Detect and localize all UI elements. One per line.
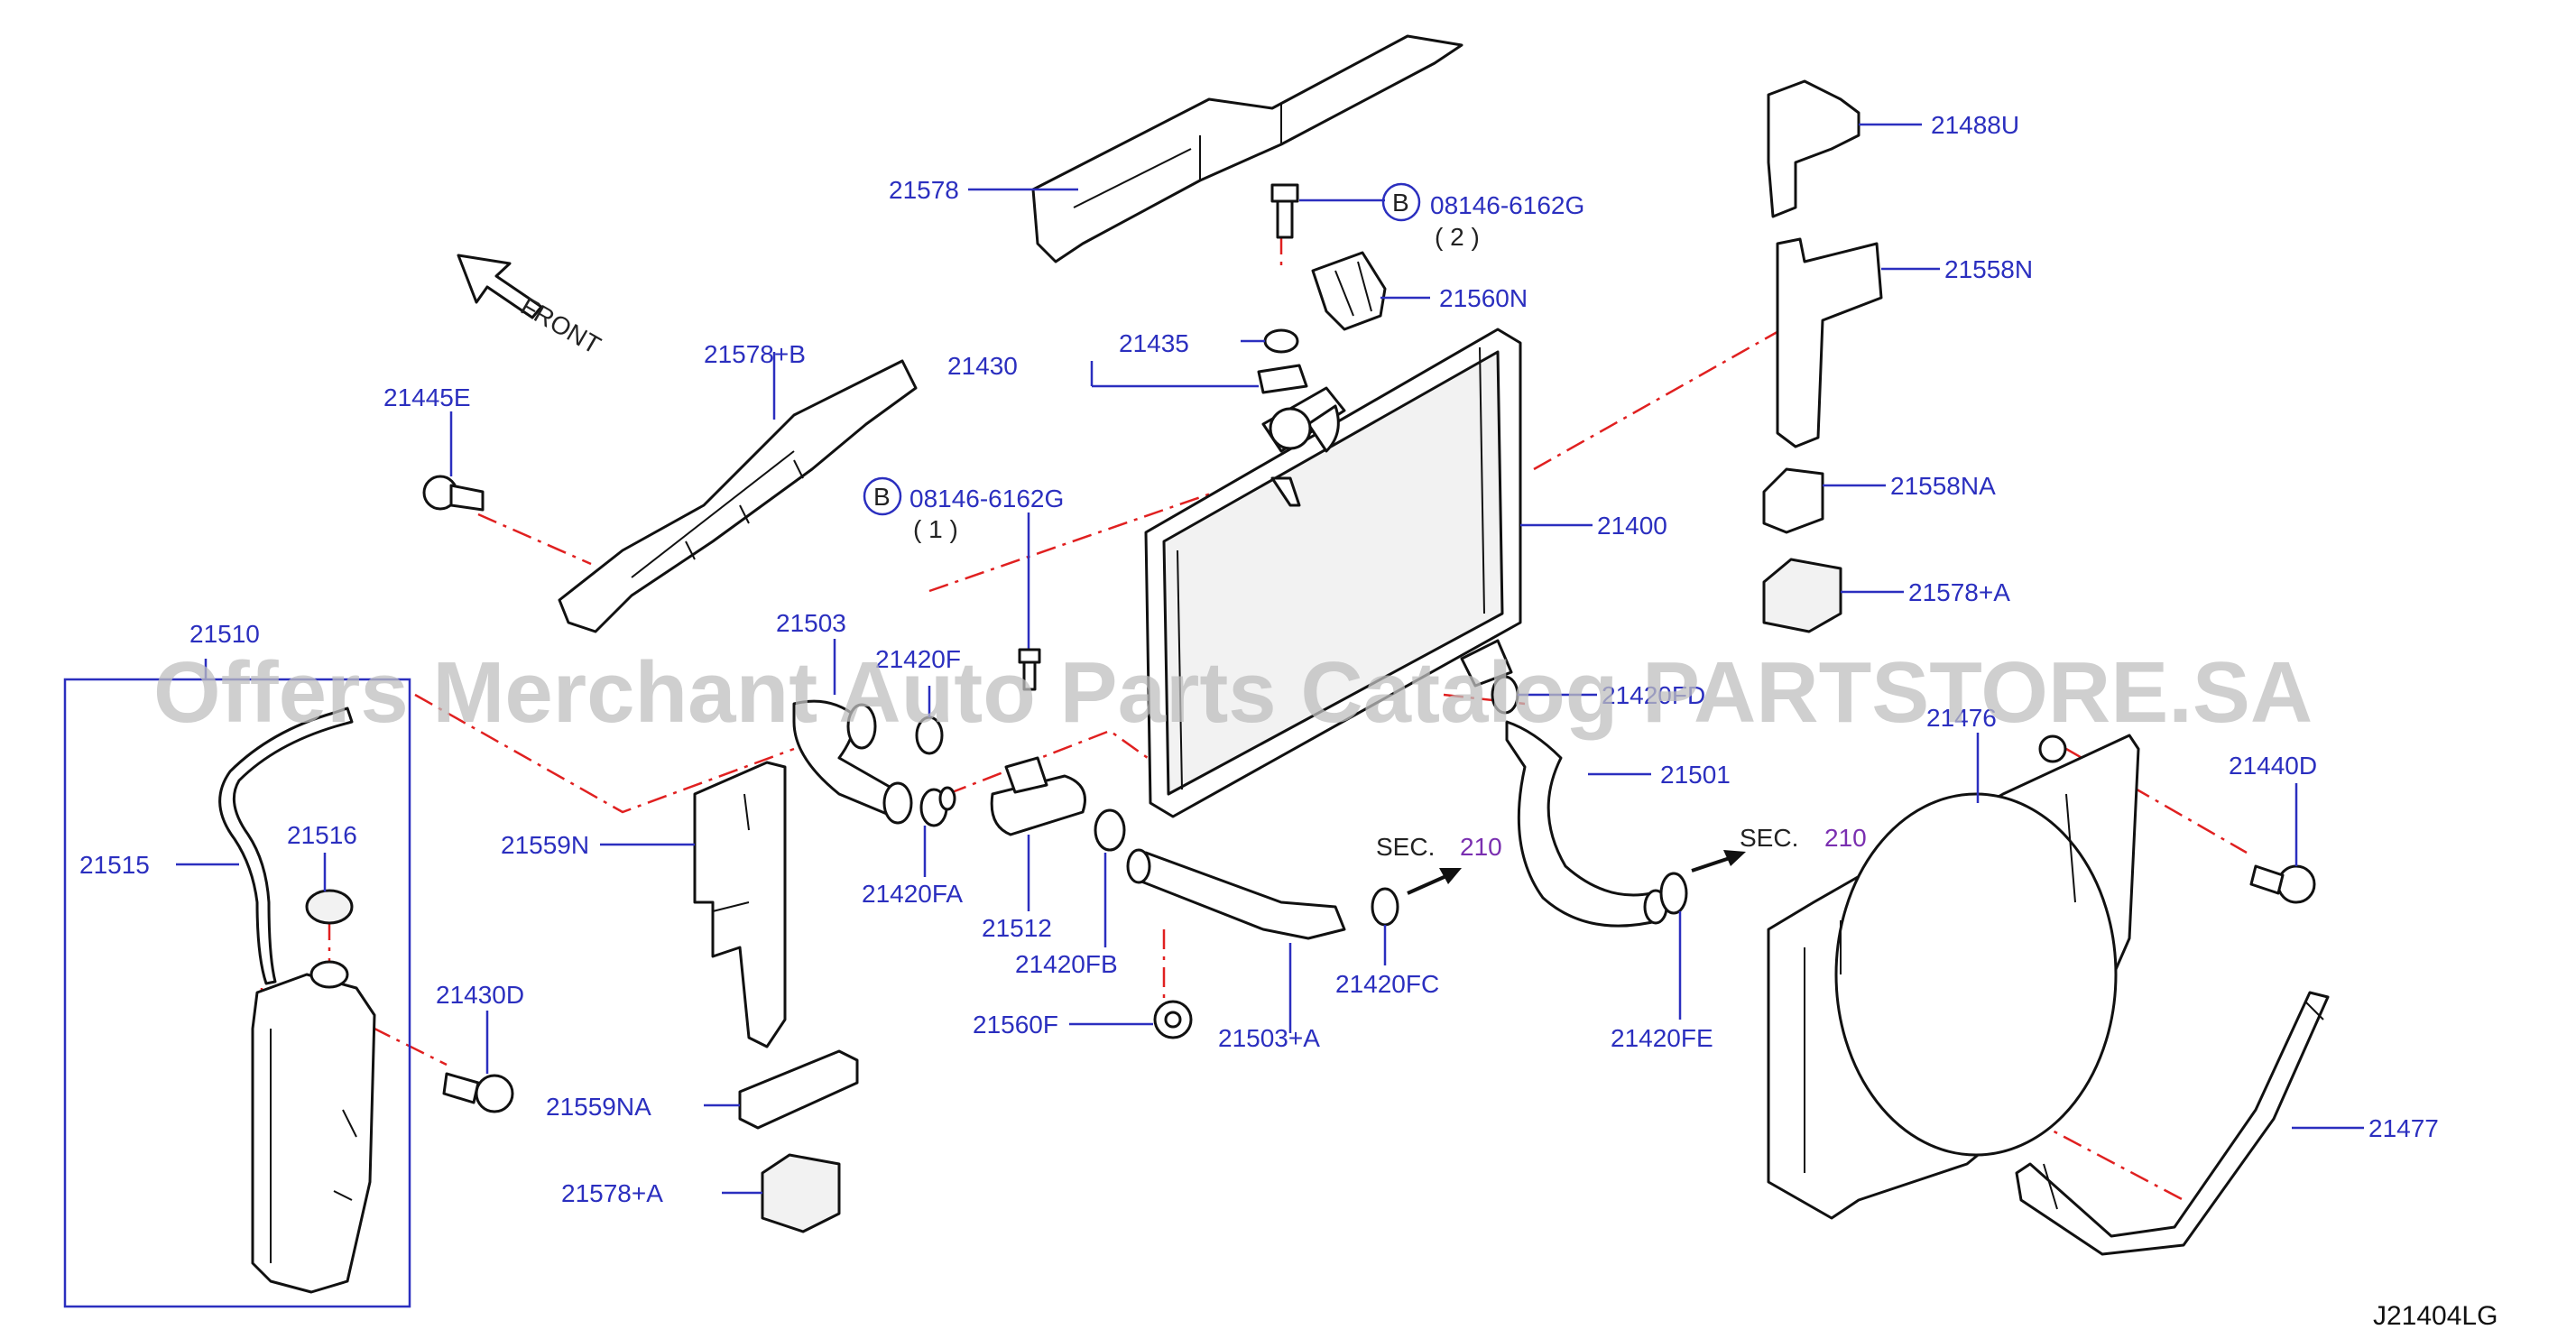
label-08146-2: 08146-6162G — [1430, 191, 1584, 219]
label-21503a: 21503+A — [1218, 1024, 1320, 1052]
upper-hose-21503 — [792, 699, 913, 825]
label-21578: 21578 — [889, 176, 959, 204]
lower-hose-21501 — [1505, 720, 1668, 928]
thermostat-21560f — [1153, 1000, 1193, 1039]
block-21578a-right — [1762, 558, 1842, 633]
label-21558na: 21558NA — [1890, 472, 1996, 500]
clamp-21420fb — [1094, 808, 1126, 852]
label-21559n: 21559N — [501, 831, 589, 859]
cap-seal — [1263, 328, 1299, 354]
label-21420fa: 21420FA — [862, 880, 963, 908]
label-08146-2-qty: ( 2 ) — [1435, 223, 1480, 251]
label-21560n: 21560N — [1439, 284, 1528, 312]
reservoir-hose — [218, 706, 354, 985]
label-21516: 21516 — [287, 821, 357, 849]
label-21559na: 21559NA — [546, 1093, 651, 1121]
label-21445e: 21445E — [383, 383, 471, 411]
label-21420fe: 21420FE — [1611, 1024, 1713, 1052]
label-21420fd: 21420FD — [1602, 681, 1705, 709]
b-marker-top — [1381, 182, 1421, 222]
label-08146-1-qty: ( 1 ) — [913, 515, 958, 543]
radiator-cap — [1257, 364, 1308, 394]
label-21430: 21430 — [947, 352, 1018, 380]
label-21512: 21512 — [982, 914, 1052, 942]
bracket-21558n — [1776, 237, 1883, 448]
lower-shroud-21477 — [2015, 991, 2330, 1256]
reservoir-tank — [251, 960, 376, 1294]
radiator-core — [1144, 328, 1522, 818]
label-21420f: 21420F — [875, 645, 961, 673]
label-21503: 21503 — [776, 609, 846, 637]
reservoir-group-box — [63, 678, 411, 1308]
bracket-21558na — [1762, 467, 1824, 534]
b-marker-mid — [863, 476, 902, 516]
label-sec-left-num: 210 — [1460, 833, 1502, 861]
label-08146-1: 08146-6162G — [909, 485, 1064, 513]
label-b-mid: B — [873, 483, 891, 511]
label-21515: 21515 — [79, 851, 150, 879]
clamp-21420fc — [1371, 887, 1399, 927]
label-21430d: 21430D — [436, 981, 524, 1009]
bracket-21488u — [1767, 79, 1860, 218]
block-21578a-left — [761, 1153, 841, 1233]
lower-hose-21503a — [1126, 848, 1346, 940]
label-21578a-left: 21578+A — [561, 1179, 663, 1207]
label-21477: 21477 — [2368, 1114, 2439, 1142]
label-21420fb: 21420FB — [1015, 950, 1118, 978]
clip-21445e — [422, 475, 485, 512]
label-front: FRONT — [516, 291, 605, 359]
label-sec-right-num: 210 — [1824, 824, 1867, 852]
block-21559na — [738, 1049, 859, 1130]
fan-shroud — [1767, 734, 2140, 1220]
diagram-code: J21404LG — [2373, 1301, 2498, 1331]
section-arrow-left — [1407, 868, 1462, 895]
bolt-21440d — [2249, 864, 2316, 904]
label-21435: 21435 — [1119, 329, 1189, 357]
upper-mount-bracket — [1311, 251, 1387, 331]
side-guide-21559n — [693, 761, 787, 1048]
clamp-21420fa — [919, 786, 956, 827]
label-b-top: B — [1392, 189, 1409, 217]
label-21578b: 21578+B — [704, 340, 806, 368]
label-21560f: 21560F — [973, 1011, 1058, 1039]
bolt-mid — [1018, 648, 1041, 691]
label-21510: 21510 — [189, 620, 260, 648]
bolt-upper — [1270, 183, 1299, 239]
front-arrow — [457, 254, 543, 319]
bolt-21430d — [442, 1072, 514, 1113]
upper-air-guide — [1031, 34, 1463, 263]
side-air-guide-left — [558, 359, 918, 633]
label-sec-right: SEC. — [1740, 824, 1798, 852]
label-21558n: 21558N — [1944, 255, 2033, 283]
label-21440d: 21440D — [2229, 752, 2317, 780]
clamp-21420fe — [1659, 872, 1688, 915]
label-21501: 21501 — [1660, 761, 1731, 789]
section-arrow-right — [1691, 850, 1746, 873]
label-21420fc: 21420FC — [1335, 970, 1439, 998]
label-21400: 21400 — [1597, 512, 1667, 540]
water-outlet-21512 — [990, 756, 1086, 836]
label-21476: 21476 — [1926, 704, 1997, 732]
label-21578a-right: 21578+A — [1908, 578, 2010, 606]
label-sec-left: SEC. — [1376, 833, 1435, 861]
reservoir-cap — [305, 889, 354, 925]
label-21488u: 21488U — [1931, 111, 2019, 139]
watermark: Offers Merchant Auto Parts Catalog PARTS… — [153, 644, 2313, 741]
